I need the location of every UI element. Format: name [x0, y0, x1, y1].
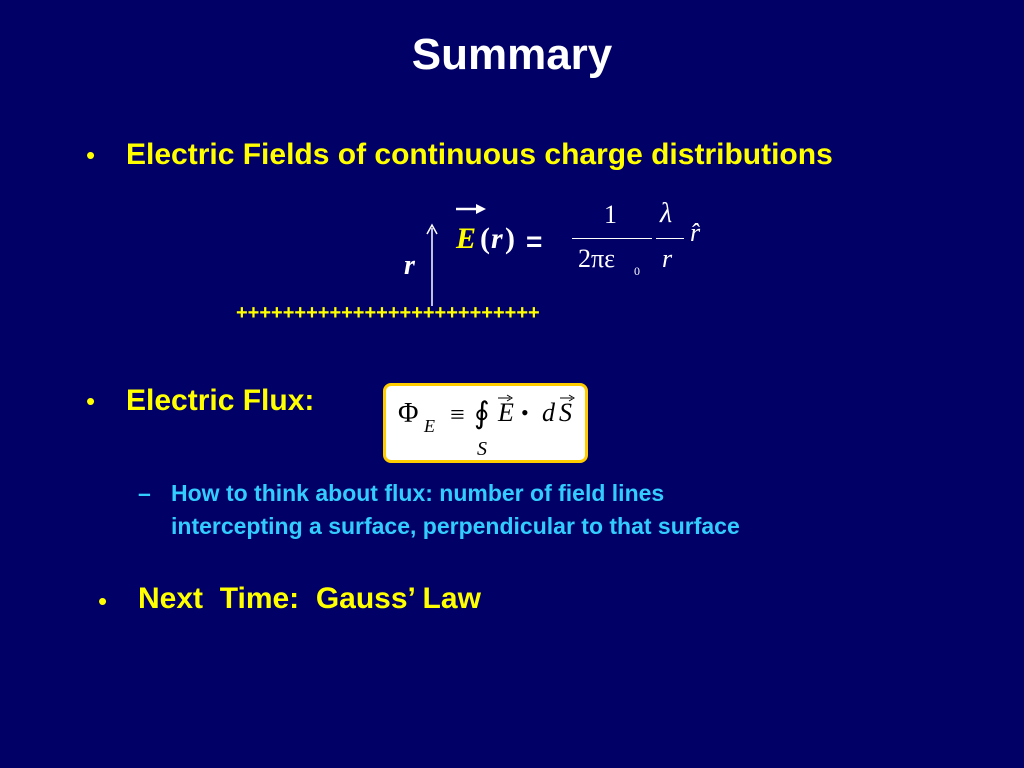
frac1-numerator: 1	[604, 200, 617, 229]
bullet-marker-1: •	[86, 140, 96, 170]
flux-integral-subscript: S	[477, 438, 487, 460]
bullet-next-time: Next Time: Gauss’ Law	[138, 582, 481, 615]
unit-vector-rhat: r̂	[690, 218, 701, 247]
frac2-numerator: λ	[660, 198, 673, 229]
slide-title: Summary	[411, 30, 613, 79]
sub-bullet-line-1: How to think about flux: number of field…	[171, 480, 665, 506]
frac2-denominator: r	[662, 244, 673, 273]
flux-dot: •	[521, 400, 529, 425]
sub-bullet-line-2: intercepting a surface, perpendicular to…	[171, 513, 740, 539]
line-charge-plus-row: ++++++++++++++++++++++++++	[236, 302, 540, 324]
S-vector-arrow-icon	[560, 394, 575, 402]
distance-arrow-icon	[426, 223, 438, 306]
frac1-bar	[572, 238, 652, 239]
field-r-symbol: r	[491, 222, 503, 255]
flux-equation-box	[383, 383, 588, 463]
field-open-paren: (	[480, 222, 490, 255]
frac2-bar	[656, 238, 684, 239]
field-equals: =	[526, 226, 543, 257]
frac1-denominator: 2πε	[578, 244, 616, 273]
bullet-marker-3: •	[98, 586, 108, 616]
flux-E-symbol: E	[498, 398, 514, 427]
flux-equiv: ≡	[450, 400, 465, 429]
flux-d: d	[542, 398, 555, 427]
bullet-marker-2: •	[86, 386, 96, 416]
distance-r-label: r	[404, 250, 415, 281]
vector-arrow-icon	[456, 204, 486, 214]
bullet-electric-flux: Electric Flux:	[126, 384, 315, 417]
flux-phi: Φ	[398, 398, 419, 429]
sub-bullet-marker: –	[138, 480, 151, 506]
flux-integral: ∮	[474, 397, 490, 430]
E-vector-arrow-icon	[498, 394, 513, 402]
field-close-paren: )	[505, 222, 515, 255]
flux-S-symbol: S	[559, 398, 572, 427]
flux-phi-subscript: E	[424, 416, 435, 436]
field-E-symbol: E	[456, 222, 477, 255]
frac1-subscript: 0	[634, 264, 640, 278]
bullet-electric-fields: Electric Fields of continuous charge dis…	[126, 138, 833, 171]
